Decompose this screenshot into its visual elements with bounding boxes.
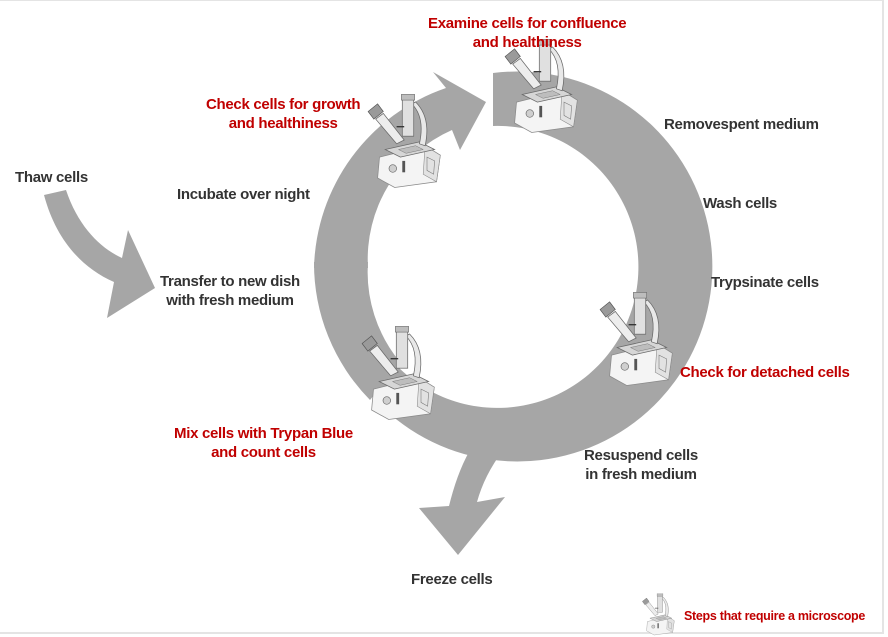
step-check-growth-line2: and healthiness [228, 115, 338, 132]
step-transfer: Transfer to new dish with fresh medium [160, 272, 300, 310]
legend-text: Steps that require a microscope [684, 609, 866, 623]
cycle-ring-left [314, 72, 486, 268]
step-examine-line2: and healthiness [472, 34, 582, 51]
step-incubate: Incubate over night [177, 186, 310, 203]
step-mix-trypan: Mix cells with Trypan Blue and count cel… [174, 424, 353, 462]
step-resuspend-line2: in fresh medium [585, 466, 697, 483]
cycle-ring-lower-left [313, 262, 400, 400]
legend-microscope-icon [642, 593, 675, 636]
step-trypsinate: Trypsinate cells [711, 274, 819, 291]
step-mix-trypan-line2: and count cells [211, 444, 316, 461]
step-check-detached: Check for detached cells [680, 364, 850, 381]
step-transfer-line1: Transfer to new dish [160, 273, 300, 290]
step-check-growth: Check cells for growth and healthiness [206, 95, 361, 133]
step-wash: Wash cells [703, 195, 777, 212]
step-freeze: Freeze cells [411, 571, 493, 588]
step-resuspend: Resuspend cells in fresh medium [584, 446, 698, 484]
step-check-growth-line1: Check cells for growth [206, 96, 361, 113]
step-examine-line1: Examine cells for confluence [428, 15, 627, 32]
step-transfer-line2: with fresh medium [166, 292, 294, 309]
step-mix-trypan-line1: Mix cells with Trypan Blue [174, 425, 353, 442]
step-thaw: Thaw cells [15, 169, 88, 186]
thaw-arrow [44, 190, 155, 318]
step-remove-medium: Removespent medium [664, 116, 819, 133]
step-resuspend-line1: Resuspend cells [584, 447, 698, 464]
step-examine: Examine cells for confluence and healthi… [428, 14, 627, 52]
freeze-arrow [419, 450, 505, 555]
